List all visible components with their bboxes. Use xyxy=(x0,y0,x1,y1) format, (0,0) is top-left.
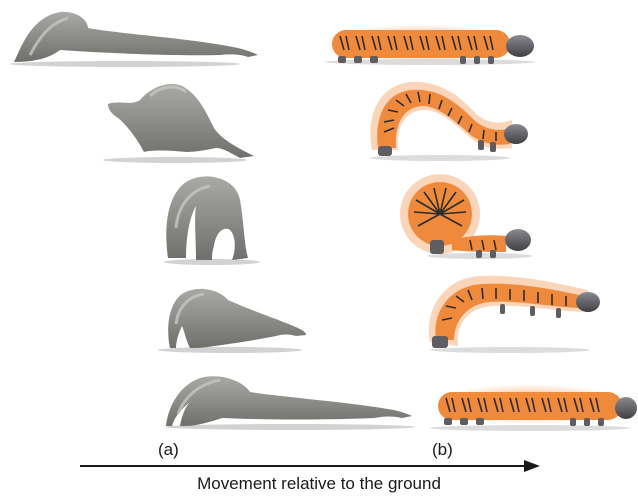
caterpillar-stage-1 xyxy=(324,24,535,65)
caterpillar-stage-2 xyxy=(370,82,528,161)
inchworm-stage-2 xyxy=(103,84,254,163)
panel-a xyxy=(10,12,415,430)
caterpillar-stage-5 xyxy=(430,384,637,431)
panel-label-b: (b) xyxy=(432,440,453,460)
caterpillar-head xyxy=(506,35,534,57)
caterpillar-head xyxy=(505,229,531,251)
panel-label-a: (a) xyxy=(158,440,179,460)
inchworm-body xyxy=(166,376,412,426)
caterpillar-head xyxy=(504,124,528,144)
caterpillar-stage-4 xyxy=(429,276,600,353)
caterpillar-head xyxy=(576,292,600,312)
inchworm-body xyxy=(14,12,258,62)
inchworm-stage-3 xyxy=(164,176,260,265)
direction-arrow xyxy=(80,460,540,472)
inchworm-stage-5 xyxy=(165,376,415,430)
inchworm-body xyxy=(168,289,306,348)
arrow-caption: Movement relative to the ground xyxy=(0,474,638,494)
inchworm-stage-4 xyxy=(158,289,306,353)
inchworm-body xyxy=(108,84,254,158)
caterpillar-head xyxy=(615,397,637,419)
inchworm-stage-1 xyxy=(10,12,258,67)
caterpillar-stage-3 xyxy=(400,174,532,259)
panel-b xyxy=(324,24,637,431)
